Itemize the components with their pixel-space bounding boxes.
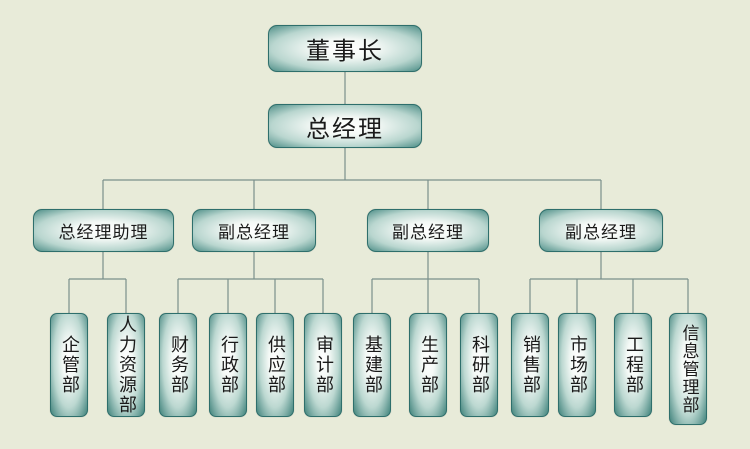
dept-box-audit: 审计部 (304, 313, 342, 417)
chairman-box: 董事长 (268, 25, 422, 72)
dept-box-marketing: 市场部 (558, 313, 596, 417)
dept-box-information-mgmt: 信息管理部 (669, 313, 707, 425)
connector-lines (68, 72, 689, 313)
dept-box-hr: 人力资源部 (107, 313, 145, 417)
general-manager-box: 总经理 (268, 104, 422, 148)
dept-box-finance: 财务部 (159, 313, 197, 417)
manager-box-vp-sales: 副总经理 (539, 209, 663, 252)
dept-box-supply: 供应部 (256, 313, 294, 417)
manager-box-vp-admin: 副总经理 (192, 209, 316, 252)
dept-box-administration: 行政部 (209, 313, 247, 417)
dept-box-enterprise-mgmt: 企管部 (50, 313, 88, 417)
dept-box-engineering: 工程部 (614, 313, 652, 417)
manager-box-vp-production: 副总经理 (367, 209, 489, 252)
dept-box-production: 生产部 (409, 313, 447, 417)
dept-box-construction: 基建部 (353, 313, 391, 417)
dept-box-research: 科研部 (460, 313, 498, 417)
manager-box-assistant: 总经理助理 (33, 209, 174, 252)
dept-box-sales: 销售部 (511, 313, 549, 417)
